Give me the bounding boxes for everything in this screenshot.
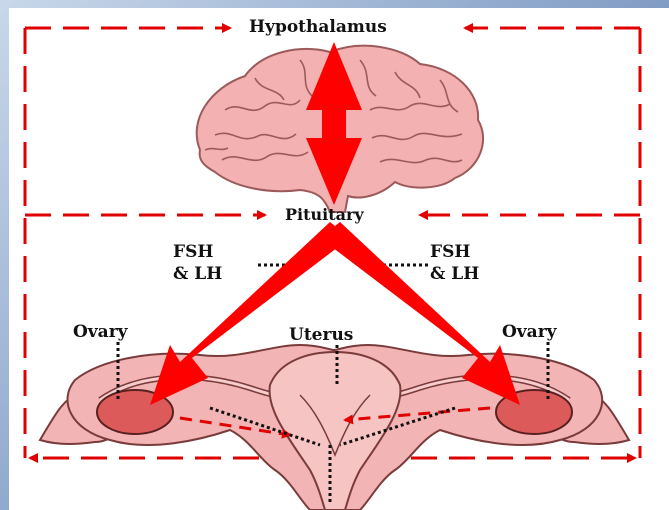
uterus-label: Uterus (289, 327, 353, 344)
hypothalamus-label: Hypothalamus (249, 19, 387, 36)
fsh-label-left: FSH (173, 244, 213, 261)
ovary-label-left: Ovary (73, 324, 128, 341)
lh-label-left: & LH (173, 266, 222, 283)
fsh-label-right: FSH (430, 244, 470, 261)
uterus-illustration (40, 345, 629, 510)
lh-label-right: & LH (430, 266, 479, 283)
ovary-label-right: Ovary (502, 324, 557, 341)
pituitary-label: Pituitary (285, 207, 364, 223)
